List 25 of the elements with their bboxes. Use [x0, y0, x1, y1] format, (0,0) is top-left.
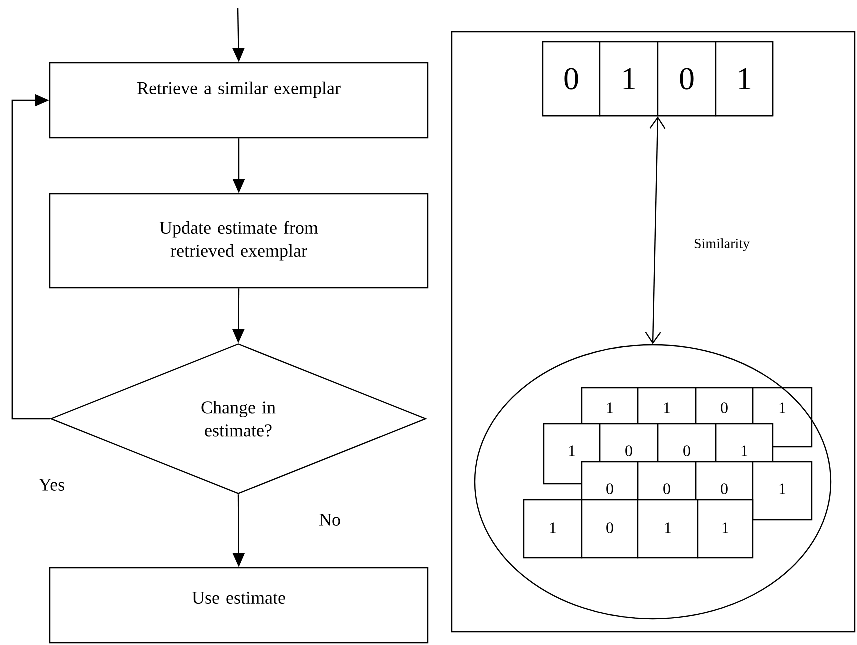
digit-cell: 1	[752, 461, 813, 521]
process-box: Use estimate	[49, 567, 429, 644]
arrow	[12, 94, 50, 420]
edge-label: No	[320, 514, 340, 526]
edge-label: Yes	[39, 479, 64, 491]
memory-ellipse	[474, 344, 832, 620]
digit-cell: 1	[715, 423, 774, 462]
digit-cell: 0	[657, 423, 717, 462]
process-box: Update estimate from retrieved exemplar	[49, 193, 429, 289]
arrow	[645, 116, 666, 344]
digit-cell: 1	[752, 387, 813, 424]
digit-cell: 1	[637, 387, 697, 424]
digit-cell: 1	[697, 499, 754, 559]
digit-cell: 1	[637, 499, 699, 559]
process-box: Retrieve a similar exemplar	[49, 62, 429, 139]
panel-frame	[451, 31, 856, 633]
digit-cell: 1	[581, 387, 639, 424]
digit-cell: 1	[523, 499, 583, 559]
digit-cell: 0	[581, 499, 639, 559]
digit-cell: 0	[599, 423, 659, 462]
digit-cell: 0	[637, 461, 697, 500]
digit-cell: 0	[695, 387, 754, 424]
edge-label: Similarity	[694, 238, 750, 252]
digit-cell: 0	[581, 461, 639, 500]
digit-cell: 1	[543, 423, 601, 462]
